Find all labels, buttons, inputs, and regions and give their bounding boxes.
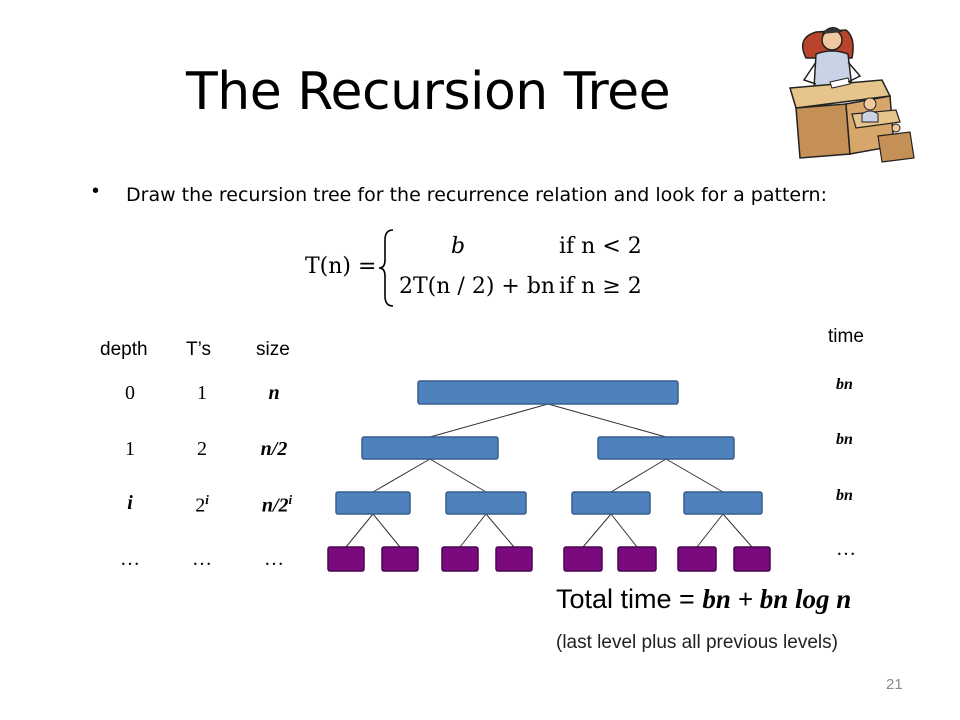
tree-leaf-node: [441, 546, 479, 572]
tree-edge: [722, 513, 753, 548]
time-cell: bn: [836, 487, 853, 504]
tree-edge: [665, 458, 724, 493]
total-time-formula: bn + bn log n: [702, 584, 852, 614]
tree-edge: [372, 513, 401, 548]
tree-leaf-node: [733, 546, 771, 572]
equation-case2-condition: if n ≥ 2: [559, 274, 642, 299]
equation-lhs: T(n) =: [305, 254, 377, 279]
header-ts: T’s: [186, 339, 211, 360]
header-depth: depth: [100, 339, 148, 360]
tree-node-level2: [335, 491, 411, 515]
tree-leaf-node: [617, 546, 657, 572]
left-brace-icon: [378, 229, 394, 307]
tree-edge: [696, 513, 724, 548]
ts-exponent: i: [205, 492, 209, 507]
equation-case2-value: 2T(n / 2) + bn: [399, 274, 556, 299]
tree-edge: [582, 513, 612, 548]
tree-edge: [610, 458, 667, 493]
header-time: time: [828, 326, 864, 347]
tree-edge: [429, 458, 487, 493]
depth-cell: 1: [125, 438, 135, 460]
tree-leaf-node: [563, 546, 603, 572]
tree-leaf-node: [327, 546, 365, 572]
tree-edge: [547, 403, 667, 438]
tree-leaf-node: [677, 546, 717, 572]
tree-node-level0: [417, 380, 679, 405]
total-time-note: (last level plus all previous levels): [556, 632, 838, 653]
depth-cell: i: [127, 492, 133, 514]
recurrence-equation: T(n) = b if n < 2 2T(n / 2) + bn if n ≥ …: [305, 228, 665, 308]
size-cell: n/2i: [252, 492, 302, 518]
total-time-label: Total time =: [556, 584, 703, 614]
ts-cell: …: [192, 548, 212, 570]
man-at-desk-clipart: [789, 27, 915, 163]
page-number: 21: [886, 676, 903, 693]
time-cell: …: [836, 538, 856, 560]
tree-node-level2: [445, 491, 527, 515]
tree-node-level1: [361, 436, 499, 460]
time-cell: bn: [836, 376, 853, 393]
tree-edge: [459, 513, 487, 548]
ts-cell: 1: [197, 382, 207, 404]
tree-leaf-node: [381, 546, 419, 572]
bullet-dot-icon: •: [92, 180, 100, 202]
depth-cell: …: [120, 548, 140, 570]
tree-node-level2: [571, 491, 651, 515]
tree-edge: [610, 513, 638, 548]
ts-cell: 2i: [182, 492, 222, 518]
tree-edge: [485, 513, 515, 548]
tree-edge: [345, 513, 374, 548]
total-time: Total time = bn + bn log n: [556, 584, 851, 615]
tree-node-level1: [597, 436, 735, 460]
equation-case1-condition: if n < 2: [559, 234, 642, 259]
tree-leaf-node: [495, 546, 533, 572]
ts-cell: 2: [197, 438, 207, 460]
size-cell: n/2: [260, 438, 288, 460]
ts-base: 2: [195, 494, 206, 517]
size-cell: n: [268, 382, 280, 404]
tree-edge: [429, 403, 549, 438]
bullet-text: Draw the recursion tree for the recurren…: [126, 184, 828, 206]
equation-case1-value: b: [451, 234, 466, 259]
slide-title: The Recursion Tree: [186, 62, 671, 122]
tree-edge: [372, 458, 431, 493]
size-cell: …: [264, 548, 284, 570]
header-size: size: [256, 339, 290, 360]
tree-node-level2: [683, 491, 763, 515]
size-base: n/2: [261, 494, 289, 517]
size-exponent: i: [288, 492, 293, 507]
time-cell: bn: [836, 431, 853, 448]
depth-cell: 0: [125, 382, 135, 404]
